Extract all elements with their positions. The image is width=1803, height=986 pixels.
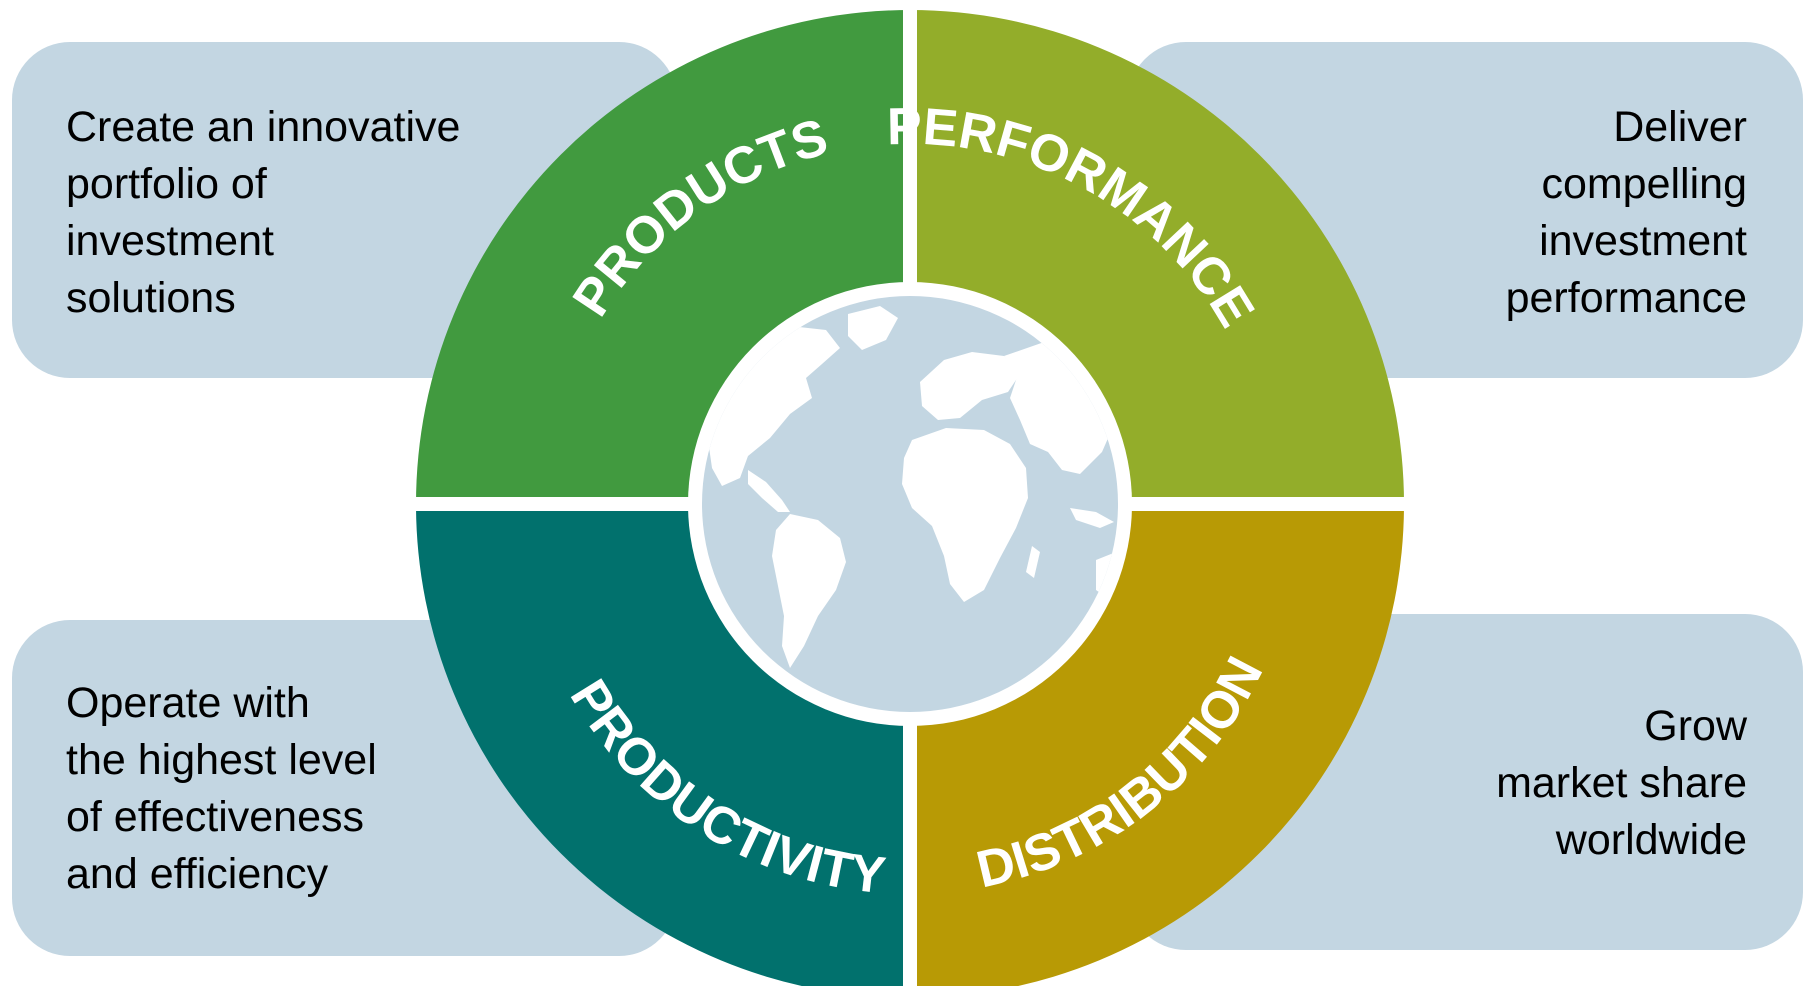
africa-land (902, 428, 1028, 602)
products-segment (416, 10, 910, 504)
globe-icon (688, 282, 1132, 726)
description-line: investment (1539, 217, 1747, 265)
madagascar-land (1026, 546, 1040, 578)
description-line: Deliver (1613, 103, 1747, 151)
description-line: compelling (1541, 160, 1747, 208)
description-line: investment (66, 217, 274, 265)
description-line: performance (1505, 274, 1747, 322)
central-america-land (748, 470, 790, 512)
distribution-description: Grow market share worldwide (1496, 698, 1747, 869)
distribution-segment (910, 504, 1404, 986)
products-description: Create an innovative portfolio of invest… (66, 99, 460, 327)
description-line: portfolio of (66, 160, 267, 208)
europe-land (920, 352, 1020, 420)
south-america-land (772, 514, 846, 668)
performance-description: Deliver compelling investment performanc… (1506, 99, 1747, 327)
description-line: Operate with (66, 679, 310, 727)
description-line: the highest level (66, 736, 377, 784)
description-line: of effectiveness (66, 793, 364, 841)
description-line: market share (1496, 759, 1747, 807)
description-line: Grow (1644, 702, 1747, 750)
description-line: Create an innovative (66, 103, 461, 151)
description-line: worldwide (1555, 816, 1747, 864)
productivity-segment (416, 504, 910, 986)
greenland-land (848, 306, 898, 350)
productivity-description: Operate with the highest level of effect… (66, 675, 377, 903)
indonesia-land (1070, 508, 1114, 528)
performance-segment (910, 10, 1404, 504)
description-line: solutions (66, 274, 236, 322)
description-line: and efficiency (66, 850, 329, 898)
